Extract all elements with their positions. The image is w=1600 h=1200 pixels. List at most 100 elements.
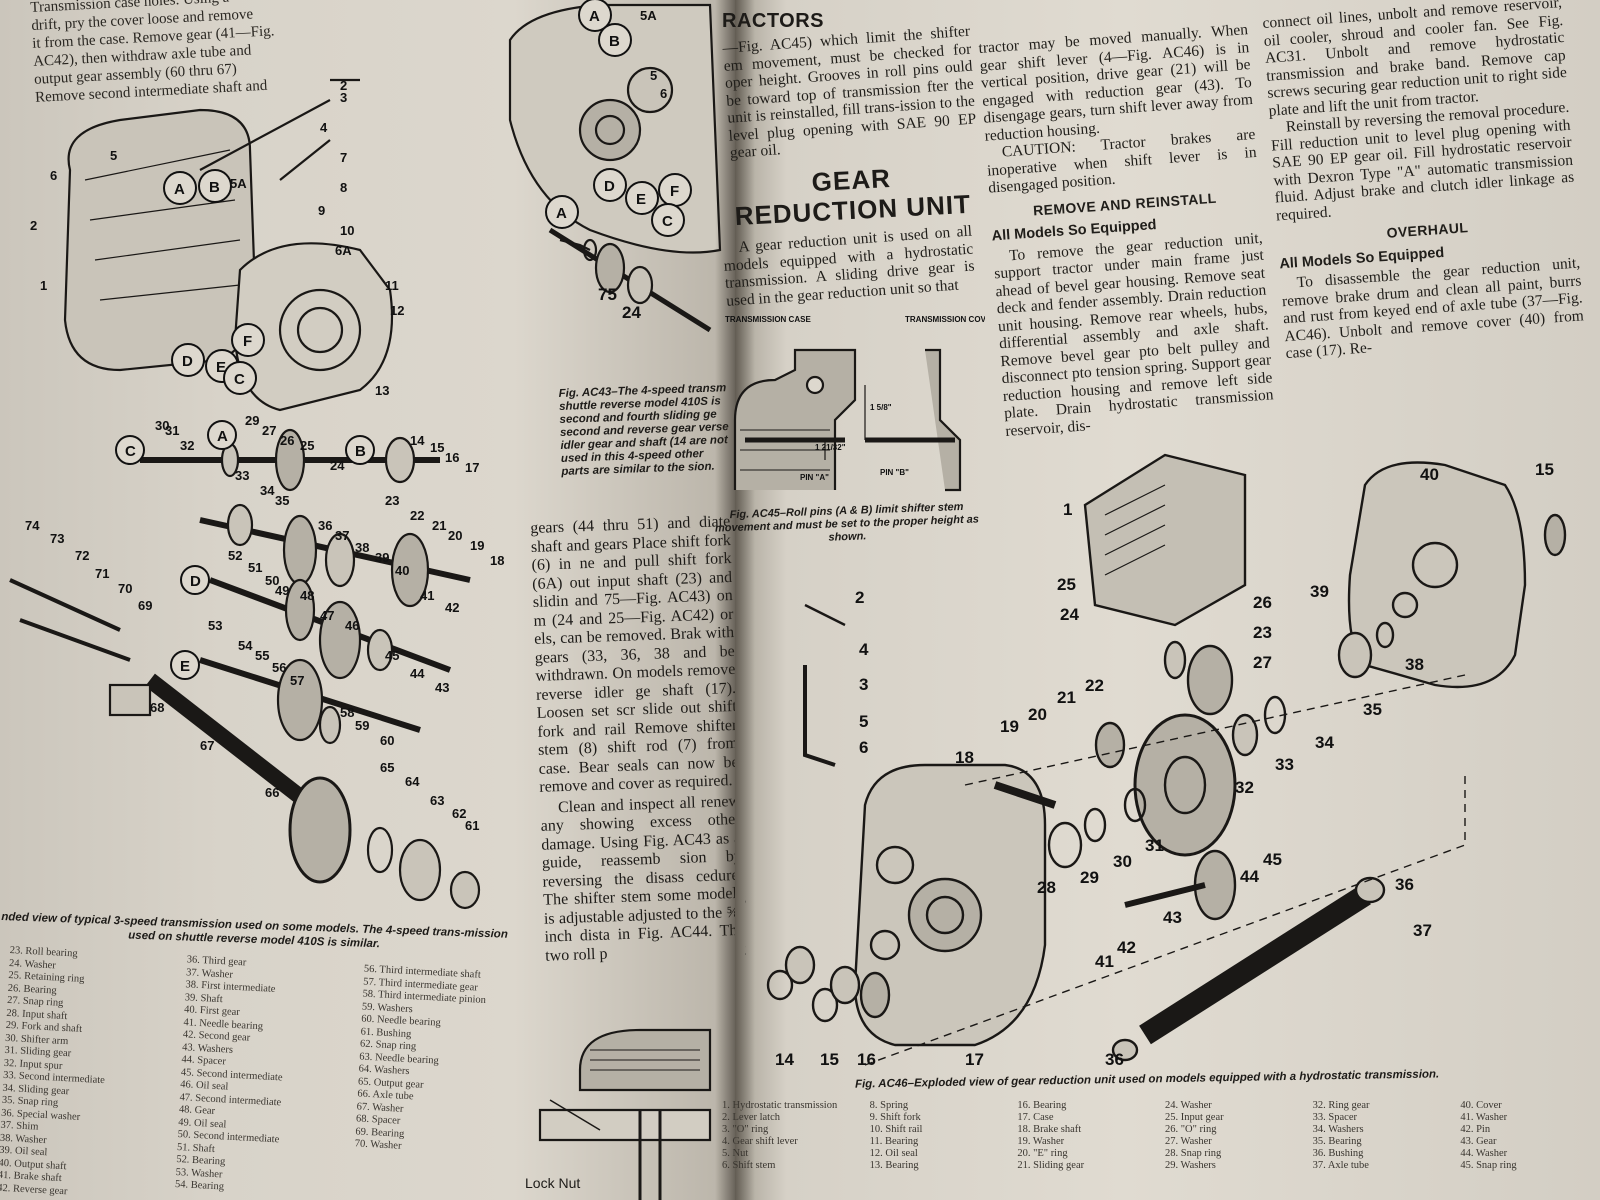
right-parts-legend: 1. Hydrostatic transmission 2. Lever lat… <box>722 1100 1600 1200</box>
svg-text:17: 17 <box>965 1050 984 1069</box>
svg-text:27: 27 <box>262 423 276 438</box>
svg-text:23: 23 <box>1253 623 1272 642</box>
svg-text:8: 8 <box>340 180 347 195</box>
svg-text:29: 29 <box>1080 868 1099 887</box>
svg-text:32: 32 <box>1235 778 1254 797</box>
svg-text:43: 43 <box>435 680 449 695</box>
svg-text:20: 20 <box>1028 705 1047 724</box>
svg-text:33: 33 <box>1275 755 1294 774</box>
svg-text:10: 10 <box>340 223 354 238</box>
left-parts-legend: 23. Roll bearing 24. Washer 25. Retainin… <box>0 945 529 1200</box>
legend-column: 40. Cover 41. Washer 42. Pin 43. Gear 44… <box>1460 1100 1517 1171</box>
svg-text:56: 56 <box>272 660 286 675</box>
svg-text:41: 41 <box>420 588 434 603</box>
svg-text:5: 5 <box>110 148 117 163</box>
svg-text:14: 14 <box>410 433 425 448</box>
svg-text:C: C <box>125 443 136 460</box>
svg-text:1 21/32": 1 21/32" <box>815 443 846 452</box>
svg-text:27: 27 <box>1253 653 1272 672</box>
legend-column: 8. Spring 9. Shift fork 10. Shift rail 1… <box>869 1100 923 1171</box>
svg-text:21: 21 <box>1057 688 1076 707</box>
svg-text:7: 7 <box>340 150 347 165</box>
svg-text:28: 28 <box>1037 878 1056 897</box>
shifter-stem-diagram <box>538 1028 712 1200</box>
legend-column: 23. Roll bearing 24. Washer 25. Retainin… <box>0 945 106 1197</box>
svg-text:F: F <box>243 333 252 350</box>
legend-column: 56. Third intermediate shaft 57. Third i… <box>354 963 487 1152</box>
svg-text:30: 30 <box>1113 852 1132 871</box>
svg-text:15: 15 <box>1535 460 1554 479</box>
legend-column: 1. Hydrostatic transmission 2. Lever lat… <box>722 1100 838 1171</box>
svg-text:1: 1 <box>1063 500 1072 519</box>
svg-text:9: 9 <box>318 203 325 218</box>
svg-text:18: 18 <box>955 748 974 767</box>
svg-text:24: 24 <box>330 458 345 473</box>
svg-text:13: 13 <box>745 890 746 909</box>
svg-text:C: C <box>234 371 245 388</box>
svg-text:21: 21 <box>432 518 446 533</box>
svg-text:74: 74 <box>25 518 40 533</box>
legend-column: 32. Ring gear 33. Spacer 34. Washers 35.… <box>1312 1100 1370 1171</box>
book-gutter <box>715 0 755 1200</box>
svg-text:55: 55 <box>255 648 269 663</box>
svg-text:15: 15 <box>820 1050 839 1069</box>
svg-text:41: 41 <box>1095 952 1114 971</box>
svg-text:51: 51 <box>248 560 262 575</box>
svg-text:35: 35 <box>275 493 289 508</box>
svg-text:50: 50 <box>265 573 279 588</box>
svg-text:4: 4 <box>859 640 869 659</box>
svg-text:37: 37 <box>335 528 349 543</box>
svg-text:2: 2 <box>30 218 37 233</box>
svg-text:26: 26 <box>280 433 294 448</box>
svg-text:69: 69 <box>138 598 152 613</box>
svg-text:6: 6 <box>50 168 57 183</box>
right-column-3: connect oil lines, unbolt and remove res… <box>1262 0 1585 363</box>
svg-text:D: D <box>190 573 201 590</box>
svg-text:73: 73 <box>50 531 64 546</box>
svg-text:3: 3 <box>340 90 347 105</box>
svg-text:62: 62 <box>452 806 466 821</box>
svg-text:PIN "B": PIN "B" <box>880 468 909 477</box>
svg-text:E: E <box>180 658 190 675</box>
svg-text:39: 39 <box>1310 582 1329 601</box>
svg-text:66: 66 <box>265 785 279 800</box>
svg-text:47: 47 <box>320 608 334 623</box>
svg-text:1: 1 <box>40 278 47 293</box>
legend-column: 24. Washer 25. Input gear 26. "O" ring 2… <box>1165 1100 1224 1171</box>
svg-text:E: E <box>216 359 226 376</box>
svg-text:A: A <box>556 205 567 222</box>
svg-text:26: 26 <box>1253 593 1272 612</box>
svg-text:19: 19 <box>1000 717 1019 736</box>
svg-text:36: 36 <box>1395 875 1414 894</box>
svg-text:6: 6 <box>660 86 667 101</box>
svg-text:38: 38 <box>355 540 369 555</box>
svg-text:36: 36 <box>318 518 332 533</box>
svg-text:2: 2 <box>855 588 864 607</box>
svg-text:71: 71 <box>95 566 109 581</box>
svg-text:32: 32 <box>180 438 194 453</box>
svg-text:TRANSMISSION COVER: TRANSMISSION COVER <box>905 315 985 324</box>
svg-text:PIN "A": PIN "A" <box>800 473 829 482</box>
svg-text:75: 75 <box>598 285 617 304</box>
svg-text:E: E <box>636 191 646 208</box>
svg-text:24: 24 <box>1060 605 1079 624</box>
svg-text:57: 57 <box>290 673 304 688</box>
svg-text:36: 36 <box>1105 1050 1124 1069</box>
svg-text:67: 67 <box>200 738 214 753</box>
svg-text:A: A <box>217 428 228 445</box>
svg-text:70: 70 <box>118 581 132 596</box>
svg-text:12: 12 <box>745 940 746 959</box>
svg-text:52: 52 <box>228 548 242 563</box>
svg-text:60: 60 <box>380 733 394 748</box>
svg-text:2: 2 <box>340 78 347 93</box>
right-column-2: tractor may be moved manually. When gear… <box>978 21 1275 440</box>
svg-text:16: 16 <box>445 450 459 465</box>
svg-text:19: 19 <box>470 538 484 553</box>
svg-text:58: 58 <box>340 705 354 720</box>
svg-text:48: 48 <box>300 588 314 603</box>
svg-text:29: 29 <box>245 413 259 428</box>
svg-text:72: 72 <box>75 548 89 563</box>
svg-text:15: 15 <box>430 440 444 455</box>
fig-ac45-diagram: TRANSMISSION CASE TRANSMISSION COVER 1 2… <box>725 315 985 492</box>
svg-text:30: 30 <box>155 418 169 433</box>
